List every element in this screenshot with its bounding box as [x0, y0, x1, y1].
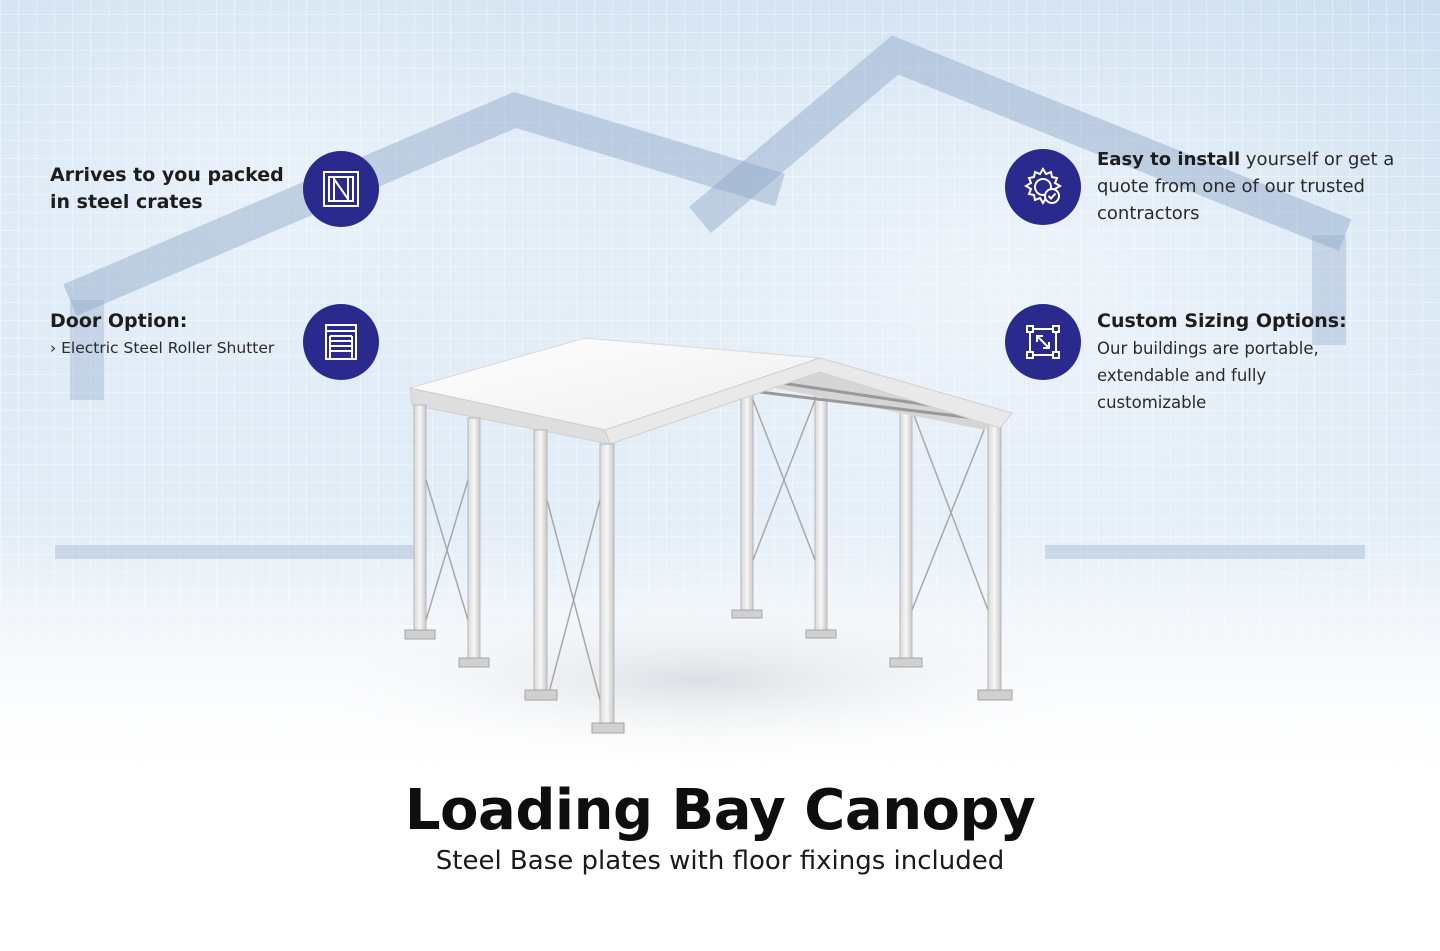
product-title: Loading Bay Canopy: [404, 778, 1036, 843]
gear-check-icon: [1005, 149, 1081, 225]
feature-install-title: Easy to install: [1097, 149, 1241, 170]
feature-crates: Arrives to you packed in steel crates: [50, 162, 290, 216]
feature-door-text: › Electric Steel Roller Shutter: [50, 339, 275, 357]
feature-crates-title: Arrives to you packed in steel crates: [50, 164, 284, 213]
crate-icon: [303, 151, 379, 227]
feature-install: Easy to install yourself or get a quote …: [1097, 146, 1397, 227]
product-subtitle: Steel Base plates with floor fixings inc…: [435, 846, 1005, 876]
feature-install-text: Easy to install yourself or get a quote …: [1097, 146, 1397, 227]
roller-shutter-icon: [303, 304, 379, 380]
resize-icon: [1005, 304, 1081, 380]
feature-door-title: Door Option:: [50, 310, 188, 332]
feature-sizing-title: Custom Sizing Options:: [1097, 310, 1347, 332]
feature-sizing-text: Our buildings are portable, extendable a…: [1097, 339, 1319, 412]
feature-door: Door Option: › Electric Steel Roller Shu…: [50, 308, 300, 362]
feature-sizing: Custom Sizing Options: Our buildings are…: [1097, 308, 1357, 416]
feature-install-body: yourself or get a quote from one of our …: [1097, 149, 1395, 224]
